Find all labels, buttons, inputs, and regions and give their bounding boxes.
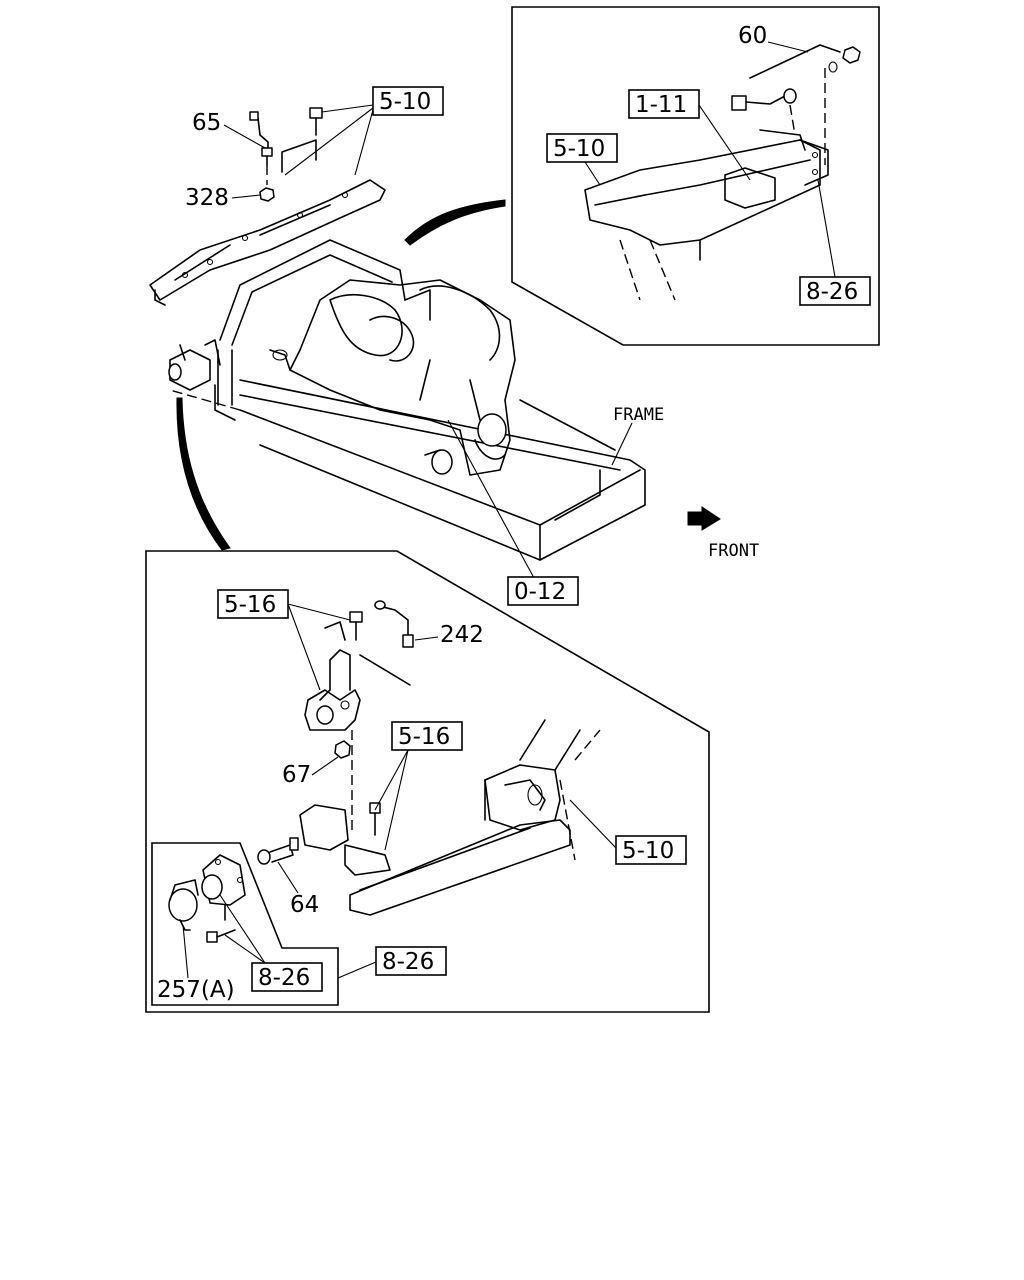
ref-5-10-bottom: 5-10: [622, 838, 674, 864]
bottom-inset: 242 67 64 5-16 5-16 5-10 8-26: [145, 550, 710, 1013]
inset-top-pointer: [404, 199, 506, 246]
inset-bottom-pointer: [176, 397, 231, 551]
ref-0-12: 0-12: [514, 579, 566, 605]
engine-drawing: [269, 279, 516, 476]
ref-8-26-bottom: 8-26: [382, 949, 434, 975]
ref-8-26-inset: 8-26: [806, 279, 858, 305]
ref-5-10-inset: 5-10: [553, 136, 605, 162]
ref-1-11: 1-11: [635, 92, 687, 118]
callout-67: 67: [282, 762, 311, 788]
frame-drawing: [169, 239, 646, 561]
ref-5-16-b: 5-16: [398, 724, 450, 750]
frame-label: FRAME: [613, 405, 664, 425]
callout-65: 65: [192, 110, 221, 136]
inset-border-bottom: [145, 550, 710, 1013]
sub-inset: 8-26 257(A): [151, 842, 339, 1006]
front-arrow-icon: [687, 506, 721, 531]
top-right-inset: 60 1-11 5-10 8-26: [511, 6, 880, 346]
callout-242: 242: [440, 622, 484, 648]
callout-328: 328: [185, 185, 229, 211]
top-crossmember-drawing: [149, 107, 386, 306]
callout-64: 64: [290, 892, 319, 918]
ref-5-16-a: 5-16: [224, 592, 276, 618]
left-bracket-drawing: [168, 339, 221, 391]
ref-8-26-sub: 8-26: [258, 965, 310, 991]
ref-5-10-top: 5-10: [379, 89, 431, 115]
main-assembly-view: FRAME FRONT 0-12 65 328 5-10: [149, 86, 759, 606]
callout-60: 60: [738, 23, 767, 49]
front-label: FRONT: [708, 541, 759, 561]
callout-257a: 257(A): [157, 977, 235, 1003]
